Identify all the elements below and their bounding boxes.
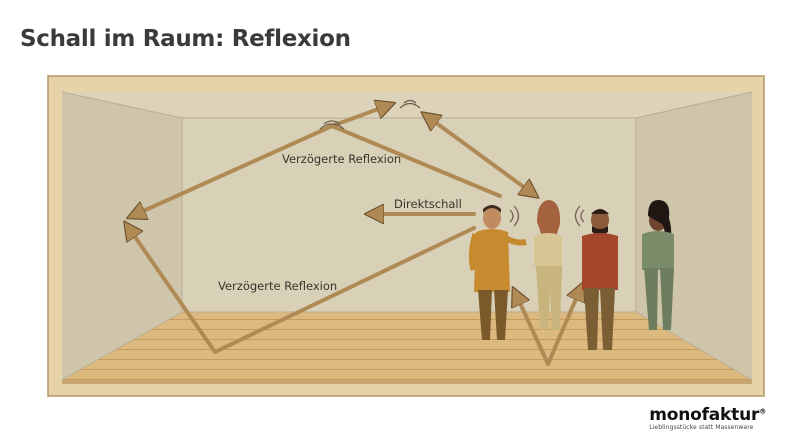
person-woman-green (642, 200, 674, 330)
label-reflection-top: Verzögerte Reflexion (282, 152, 401, 166)
brand-logo: monofaktur® Lieblingsstücke statt Massen… (649, 405, 766, 431)
floor (62, 312, 752, 380)
arrow-ceiling-right (424, 114, 536, 196)
page-title: Schall im Raum: Reflexion (20, 26, 351, 52)
left-wall (62, 92, 182, 380)
brand-registered-mark: ® (759, 407, 766, 416)
sound-arrows (126, 104, 582, 366)
person-man-rust (582, 209, 618, 350)
arrow-ceiling-left (330, 104, 392, 128)
person-woman-beige (534, 200, 562, 330)
label-direct-sound: Direktschall (394, 197, 462, 211)
brand-tagline: Lieblingsstücke statt Massenware (649, 424, 754, 431)
arrow-reflection-bottom (126, 224, 476, 354)
person-man-mustard (468, 205, 527, 340)
label-reflection-bottom: Verzögerte Reflexion (218, 279, 337, 293)
arrow-floor-reflection (514, 285, 582, 366)
brand-name: monofaktur® (649, 405, 766, 425)
ceiling (62, 92, 752, 118)
sound-wave-icon (319, 99, 585, 227)
